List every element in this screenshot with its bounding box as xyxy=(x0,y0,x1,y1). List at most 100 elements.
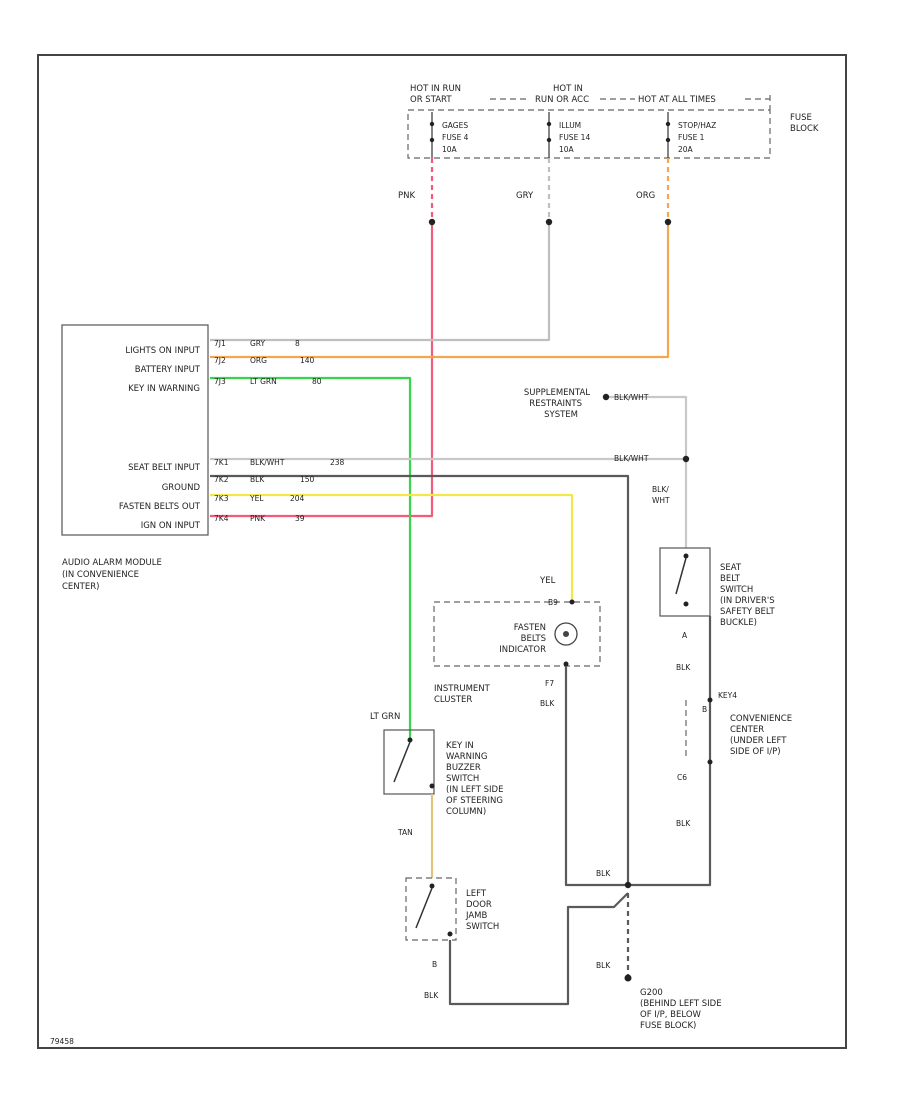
seatbelt-switch-label-1: SEAT xyxy=(720,563,742,573)
circuit-number-7: 39 xyxy=(295,514,305,523)
pin-label-5: 7K2 xyxy=(214,475,229,484)
ltgrn-wire xyxy=(210,376,412,740)
ground-label-2: (BEHIND LEFT SIDE xyxy=(640,999,722,1009)
indicator-label-3: INDICATOR xyxy=(499,645,546,655)
fuse-illum-node-bot xyxy=(546,137,552,143)
org-wire-label: ORG xyxy=(636,191,655,201)
module-wire-color-3: LT GRN xyxy=(250,377,277,386)
module-wire-color-6: YEL xyxy=(249,494,264,503)
fuse-gages-node-top xyxy=(429,121,435,127)
ground-splice xyxy=(624,881,632,889)
gry-splice xyxy=(545,218,553,226)
seatbelt-switch-label-3: SWITCH xyxy=(720,585,753,595)
module-wire-color-7: PNK xyxy=(250,514,266,523)
indicator-pin-f7: F7 xyxy=(545,679,554,688)
ground-label-1: G200 xyxy=(640,988,663,998)
buzzer-switch-contact xyxy=(393,741,411,783)
cluster-label-2: CLUSTER xyxy=(434,695,472,705)
conv-center-pin-b: B xyxy=(702,705,707,714)
buzzer-label-2: WARNING xyxy=(446,752,487,762)
diagram-frame xyxy=(37,54,847,1049)
pnk-wire-label: PNK xyxy=(398,191,415,201)
door-switch-label-1: LEFT xyxy=(466,889,487,899)
fuse-stop-name: STOP/HAZ xyxy=(678,121,716,130)
seatbelt-switch-pin-a: A xyxy=(682,631,688,640)
buzzer-label-6: OF STEERING xyxy=(446,796,503,806)
circuit-number-5: 150 xyxy=(300,475,315,484)
fasten-belts-out-label: FASTEN BELTS OUT xyxy=(119,502,201,512)
key-in-warning-label: KEY IN WARNING xyxy=(128,384,200,394)
blk-ground-wire xyxy=(210,474,630,885)
fuse-gages-node-bot xyxy=(429,137,435,143)
cluster-label-1: INSTRUMENT xyxy=(434,684,491,694)
module-wire-color-1: GRY xyxy=(250,339,266,348)
conv-center-pin-bot xyxy=(707,759,713,765)
hot-run-start-label-2: OR START xyxy=(410,95,452,105)
circuit-number-1: 8 xyxy=(295,339,300,348)
fasten-belts-bulb-icon xyxy=(554,622,578,646)
buzzer-label-7: COLUMN) xyxy=(446,807,486,817)
hot-run-start-label-1: HOT IN RUN xyxy=(410,84,461,94)
yel-wire xyxy=(210,493,574,600)
seatbelt-ground-wire xyxy=(628,616,712,887)
blkwht-split-label-2: WHT xyxy=(652,496,670,505)
pin-label-2: 7J2 xyxy=(214,356,226,365)
buzzer-label-1: KEY IN xyxy=(446,741,474,751)
fuse-illum-node-top xyxy=(546,121,552,127)
hot-all-times-label: HOT AT ALL TIMES xyxy=(638,95,716,105)
buzzer-label-4: SWITCH xyxy=(446,774,479,784)
buzzer-switch-pin-top xyxy=(407,737,413,743)
door-switch-contact xyxy=(415,887,433,929)
fuse-gages-number: FUSE 4 xyxy=(442,133,469,142)
fuse-block-label-1: FUSE xyxy=(790,113,812,123)
module-wire-color-2: ORG xyxy=(250,356,267,365)
srs-label-2: RESTRAINTS xyxy=(529,399,582,409)
door-switch-ground-wire xyxy=(448,892,629,1006)
ground-point-blk-label: BLK xyxy=(596,961,611,970)
door-switch-label-2: DOOR xyxy=(466,900,492,910)
pin-label-7: 7K4 xyxy=(214,514,229,523)
fuse-stop-node-bot xyxy=(665,137,671,143)
conv-center-label-4: SIDE OF I/P) xyxy=(730,747,781,757)
srs-label-1: SUPPLEMENTAL xyxy=(524,388,590,398)
seatbelt-switch-pin-top xyxy=(683,553,689,559)
audio-alarm-module: LIGHTS ON INPUT BATTERY INPUT KEY IN WAR… xyxy=(61,324,345,592)
tan-wire-label: TAN xyxy=(397,828,413,837)
ground-point-icon xyxy=(624,974,632,982)
fuse-illum-rating: 10A xyxy=(559,145,575,154)
lights-on-input-label: LIGHTS ON INPUT xyxy=(125,346,200,356)
ground-input-label: GROUND xyxy=(162,483,201,493)
circuit-number-4: 238 xyxy=(330,458,345,467)
buzzer-switch-pin-bot xyxy=(429,783,435,789)
indicator-ground-wire xyxy=(564,666,628,887)
fuse-stop-node-top xyxy=(665,121,671,127)
door-switch-blk-label: BLK xyxy=(424,991,439,1000)
battery-input-label: BATTERY INPUT xyxy=(135,365,201,375)
cluster-outline xyxy=(433,601,601,667)
ground-label-4: FUSE BLOCK) xyxy=(640,1021,696,1031)
convenience-center: KEY4 B CONVENIENCE CENTER (UNDER LEFT SI… xyxy=(677,691,792,782)
seatbelt-switch-label-6: BUCKLE) xyxy=(720,618,757,628)
door-switch-label-4: SWITCH xyxy=(466,922,499,932)
srs-wire-label: BLK/WHT xyxy=(614,393,649,402)
fuse-block-outline xyxy=(407,109,771,159)
hot-run-acc-label-2: RUN OR ACC xyxy=(535,95,589,105)
seatbelt-switch-label-2: BELT xyxy=(720,574,741,584)
conv-center-connector: KEY4 xyxy=(718,691,737,700)
conv-center-pin-c6: C6 xyxy=(677,773,687,782)
module-wire-color-4: BLK/WHT xyxy=(250,458,285,467)
door-switch-outline xyxy=(405,877,457,941)
indicator-pin-b9: B9 xyxy=(548,598,558,607)
fuse-stop-number: FUSE 1 xyxy=(678,133,705,142)
pin-label-6: 7K3 xyxy=(214,494,229,503)
circuit-number-2: 140 xyxy=(300,356,315,365)
seatbelt-switch-label-5: SAFETY BELT xyxy=(720,607,775,617)
seatbelt-switch-pin-bot xyxy=(683,601,689,607)
fuse-stop-rating: 20A xyxy=(678,145,694,154)
pin-label-4: 7K1 xyxy=(214,458,229,467)
indicator-pin-top xyxy=(569,599,575,605)
buzzer-label-3: BUZZER xyxy=(446,763,481,773)
buzzer-switch: KEY IN WARNING BUZZER SWITCH (IN LEFT SI… xyxy=(383,729,503,817)
door-switch-pin-bot xyxy=(447,931,453,937)
